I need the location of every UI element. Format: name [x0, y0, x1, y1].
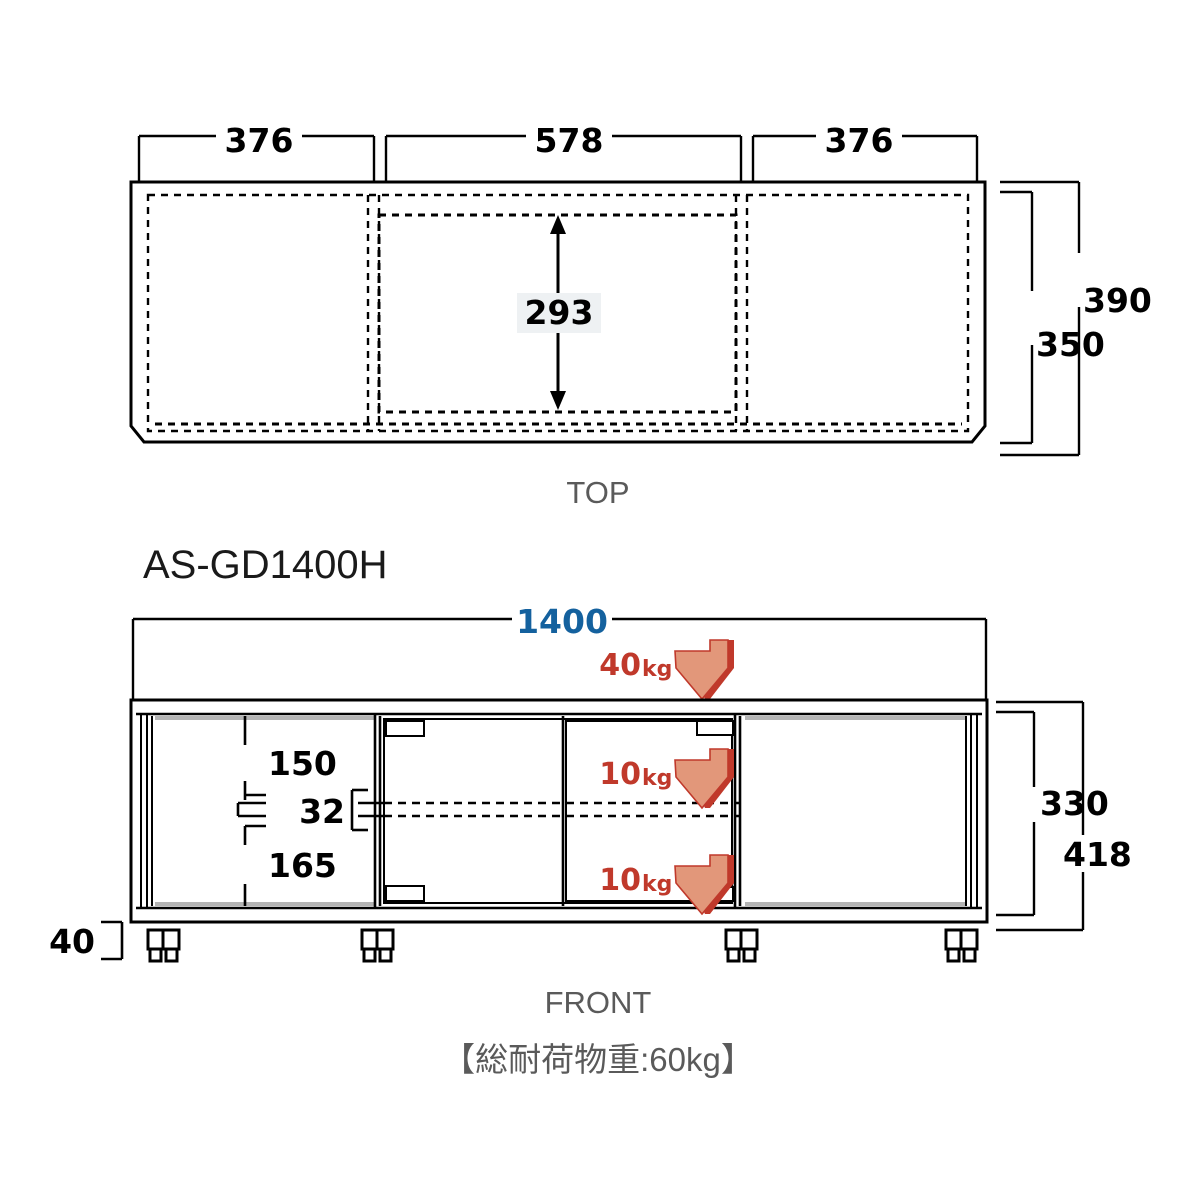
load-lower-unit: kg — [642, 872, 672, 897]
front-view-group: 1400 40 kg — [49, 602, 1132, 1020]
caster — [724, 928, 759, 963]
dim-front-lower-shelf: 165 — [268, 846, 337, 885]
load-indicator-upper-shelf: 10 kg — [599, 748, 734, 810]
front-right-post — [965, 714, 978, 908]
caster — [146, 928, 181, 963]
total-load-note: 【総耐荷物重:60kg】 — [442, 1041, 754, 1078]
dim-front-upper-shelf: 150 — [268, 744, 337, 783]
door-handle-tab-bottom-left — [385, 885, 425, 902]
dim-top-section-left: 376 — [225, 121, 294, 160]
front-height-dimension-group — [996, 700, 1085, 932]
dim-top-section-center: 578 — [535, 121, 604, 160]
front-panel-shading — [155, 716, 965, 906]
caster — [944, 928, 979, 963]
front-cabinet-outline — [129, 698, 989, 924]
dim-top-section-right: 376 — [825, 121, 894, 160]
down-arrow-icon-top — [674, 639, 729, 701]
dim-front-shelf-thickness: 32 — [299, 792, 345, 831]
view-label-front: FRONT — [545, 985, 652, 1020]
load-lower-value: 10 — [599, 863, 641, 898]
dim-293-text-bg — [517, 293, 601, 333]
front-shelf-lines — [384, 801, 740, 818]
view-label-top: TOP — [566, 475, 629, 510]
door-right — [565, 720, 733, 902]
dim-front-caster-height: 40 — [49, 922, 95, 961]
top-width-dimension-chain — [137, 134, 979, 182]
front-internal-dimensions — [236, 716, 384, 906]
dim-front-total-width: 1400 — [516, 602, 608, 641]
top-depth-dimension-group — [1000, 180, 1081, 457]
dim-front-body-height: 418 — [1063, 835, 1132, 874]
top-view-center-compartment — [377, 213, 738, 414]
load-upper-value: 10 — [599, 757, 641, 792]
arrowhead-up — [550, 215, 566, 234]
front-width-dimension — [131, 617, 988, 700]
front-panel-separators — [373, 714, 742, 908]
down-arrow-icon-lower — [674, 854, 729, 916]
caster-group — [146, 928, 979, 963]
load-top-unit: kg — [642, 657, 672, 682]
dim-front-inner-height: 330 — [1040, 784, 1109, 823]
caster — [360, 928, 395, 963]
load-indicator-top-surface: 40 kg — [599, 639, 734, 701]
model-name: AS-GD1400H — [143, 543, 388, 587]
load-upper-unit: kg — [642, 766, 672, 791]
front-left-post — [140, 714, 153, 908]
top-view-group: 376 578 376 293 — [129, 121, 1152, 510]
top-view-inner-outline — [146, 193, 970, 433]
dim-top-body-depth: 350 — [1036, 325, 1105, 364]
dim-top-inner-depth: 293 — [525, 293, 594, 332]
dim-top-outer-depth: 390 — [1083, 281, 1152, 320]
dim-293-arrow — [517, 215, 601, 410]
door-handle-tab-top-right — [696, 720, 734, 736]
dim-caster-bracket — [101, 920, 124, 961]
load-top-value: 40 — [599, 648, 641, 683]
door-handle-tab-top-left — [385, 720, 425, 737]
load-indicator-lower-shelf: 10 kg — [599, 854, 734, 916]
arrowhead-down — [550, 391, 566, 410]
down-arrow-icon-upper — [674, 748, 729, 810]
